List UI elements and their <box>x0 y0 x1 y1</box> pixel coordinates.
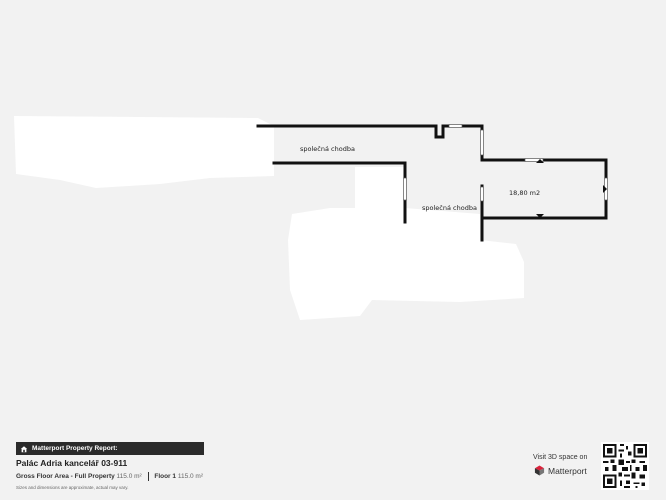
redacted-areas <box>14 116 524 320</box>
matterport-brand[interactable]: Matterport <box>534 465 587 476</box>
home-icon <box>20 445 28 452</box>
door-markers <box>536 159 607 218</box>
room-label-corridor-2: společná chodba <box>422 204 477 212</box>
report-header-bar: Matterport Property Report: <box>16 442 204 455</box>
separator <box>147 472 149 481</box>
floor-area-value: 115.0 m² <box>177 473 203 481</box>
floor-plan: společná chodba společná chodba 18,80 m2 <box>14 116 608 320</box>
matterport-logo-icon <box>534 465 545 476</box>
openings <box>403 124 608 202</box>
property-name: Palác Adria kancelář 03-911 <box>16 458 128 468</box>
area-summary: Gross Floor Area - Full Property 115.0 m… <box>16 472 203 481</box>
gross-area-label: Gross Floor Area - Full Property <box>16 473 115 481</box>
brand-name: Matterport <box>548 465 587 476</box>
room-label-corridor-1: společná chodba <box>300 145 355 153</box>
floor-label: Floor 1 <box>154 473 177 481</box>
report-header: Matterport Property Report: <box>32 445 118 452</box>
qr-code-icon[interactable] <box>601 442 649 490</box>
room-label-area: 18,80 m2 <box>509 189 540 197</box>
visit-3d-text: Visit 3D space on <box>533 454 588 461</box>
disclaimer: Sizes and dimensions are approximate, ac… <box>16 485 129 490</box>
gross-area-value: 115.0 m² <box>116 473 142 481</box>
